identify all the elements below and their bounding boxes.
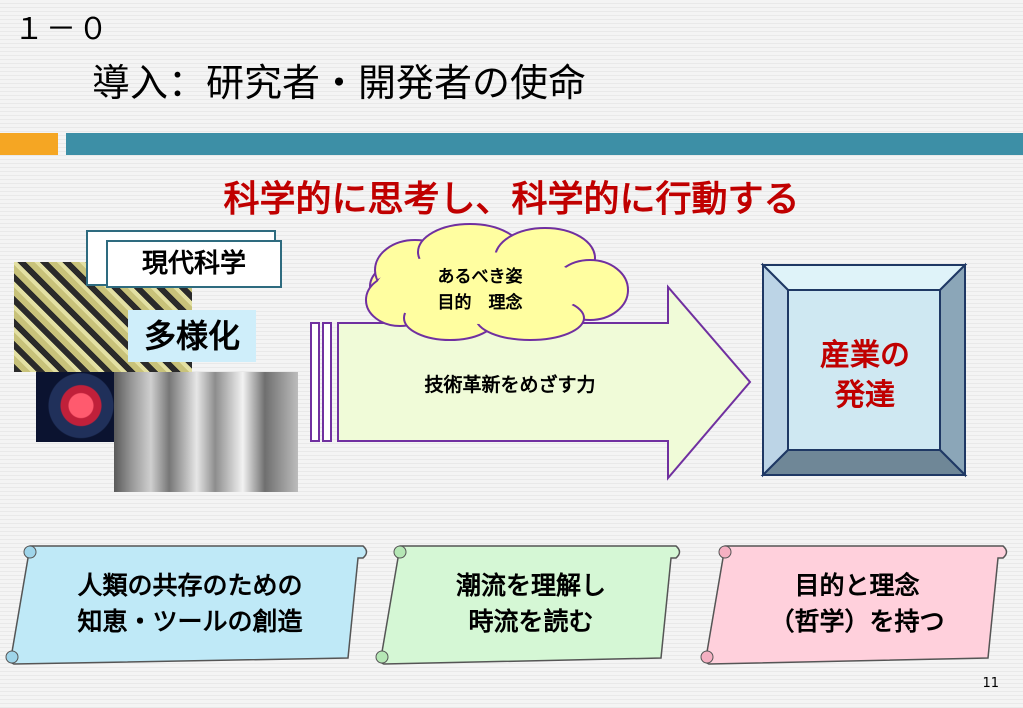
- industry-label: 産業の 発達: [770, 336, 960, 416]
- industry-line-1: 産業の: [820, 338, 910, 373]
- arrow-tail-stripe: [310, 322, 320, 442]
- petri-dish-photo: [36, 372, 126, 442]
- scroll-2-line-1: 潮流を理解し: [455, 571, 606, 600]
- accent-bar-teal: [66, 133, 1023, 155]
- arrow-label: 技術革新をめざす力: [424, 374, 596, 396]
- modern-science-label: 現代科学: [106, 240, 282, 288]
- slide-number-label: １－０: [14, 12, 110, 47]
- scroll-text-3: 目的と理念 （哲学）を持つ: [722, 568, 992, 640]
- page-number: 11: [982, 676, 999, 691]
- scroll-shape-2: [375, 545, 681, 665]
- lab-glassware-photo: [114, 372, 298, 492]
- diversification-label: 多様化: [128, 310, 256, 362]
- slide-title: 導入：研究者・開発者の使命: [92, 61, 587, 105]
- scroll-shape-1: [5, 545, 368, 665]
- accent-bar-orange: [0, 133, 58, 155]
- cloud-line-1: あるべき姿: [437, 267, 523, 287]
- cloud-fill: [376, 252, 584, 324]
- scroll-3-line-1: 目的と理念: [794, 571, 920, 600]
- scroll-text-2: 潮流を理解し 時流を読む: [398, 568, 664, 640]
- scroll-shape-3: [700, 545, 1008, 665]
- cloud-line-2: 目的 理念: [437, 293, 523, 313]
- slide-tagline: 科学的に思考し、科学的に行動する: [223, 179, 800, 220]
- scroll-2-line-2: 時流を読む: [468, 607, 594, 636]
- industry-line-2: 発達: [835, 378, 895, 413]
- scroll-1-line-2: 知恵・ツールの創造: [77, 607, 303, 636]
- industry-bevel-box: [760, 262, 968, 478]
- arrow-tail-stripe: [322, 322, 332, 442]
- scroll-text-1: 人類の共存のための 知恵・ツールの創造: [30, 568, 350, 640]
- scroll-1-line-1: 人類の共存のための: [77, 571, 303, 600]
- scroll-3-line-2: （哲学）を持つ: [769, 607, 945, 636]
